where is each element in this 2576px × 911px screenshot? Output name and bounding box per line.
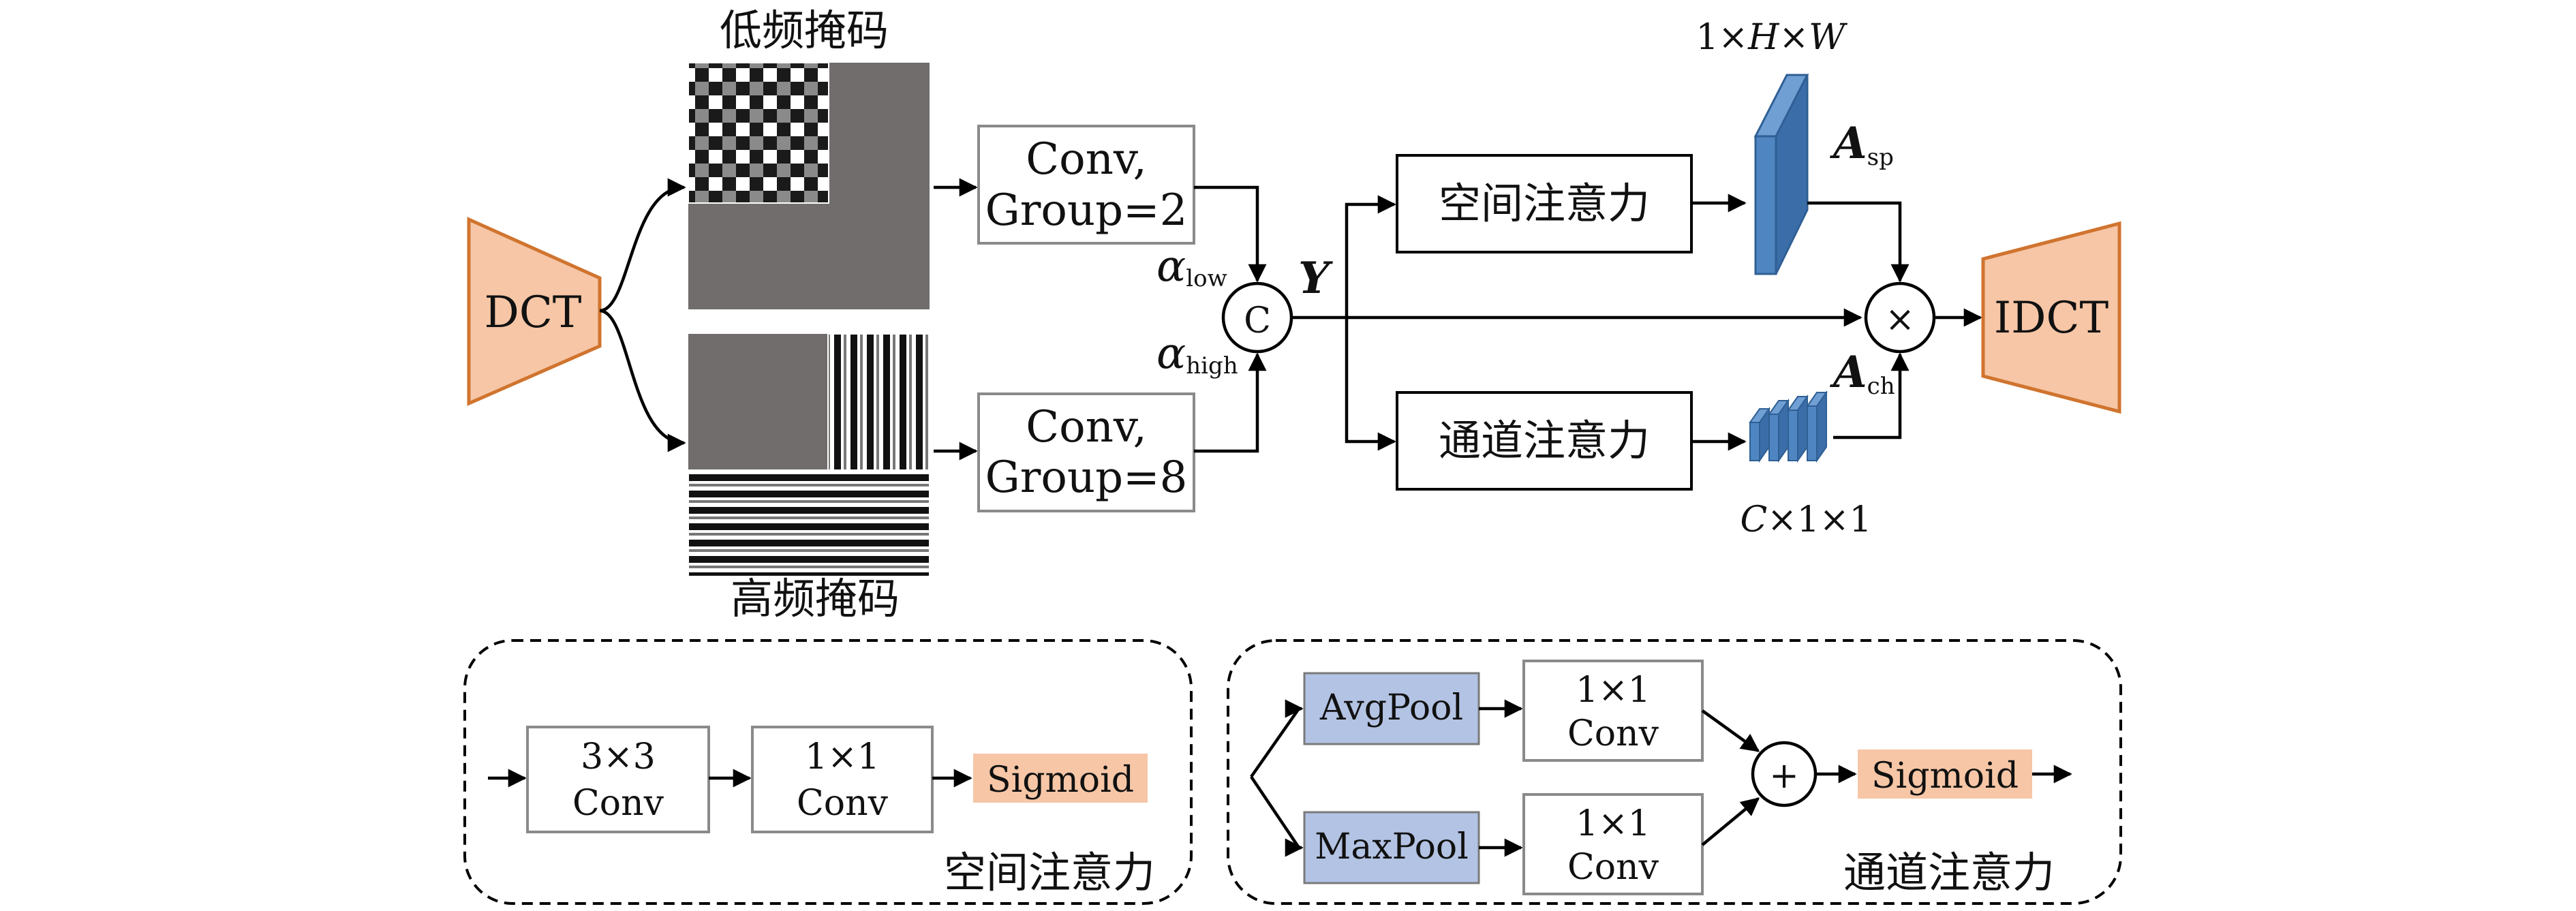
- spatial-attention-box: 空间注意力: [1396, 154, 1693, 253]
- spatial-detail-conv1: 3×3 Conv: [526, 726, 710, 833]
- multiply-symbol: ×: [1885, 299, 1915, 340]
- spatial-detail-title: 空间注意力: [944, 848, 1155, 897]
- spatial-attention-detail: 3×3 Conv 1×1 Conv Sigmoid 空间注意力: [463, 639, 1193, 905]
- plus-symbol: +: [1769, 756, 1799, 797]
- high-mask-label: 高频掩码: [731, 574, 900, 623]
- idct-label: IDCT: [1994, 293, 2109, 343]
- channel-detail-frame: [1227, 639, 2122, 905]
- spatial-conv1-line1: 3×3: [581, 737, 656, 777]
- conv-high-line2: Group=8: [985, 452, 1188, 503]
- channel-sigmoid-label: Sigmoid: [1871, 756, 2019, 797]
- alpha-low-label: αlow: [1156, 241, 1227, 292]
- low-frequency-mask: 低频掩码: [688, 5, 930, 309]
- conv-high-to-concat-arrow: [1194, 352, 1267, 453]
- spatial-conv2-line1: 1×1: [805, 737, 880, 777]
- channel-sigmoid: Sigmoid: [1858, 750, 2032, 799]
- conv-low-to-concat-arrow: [1194, 185, 1267, 283]
- conv-low-box: Conv, Group=2: [977, 125, 1195, 245]
- channel-conv-bottom: 1×1 Conv: [1522, 793, 1704, 895]
- conv-high-line1: Conv,: [1026, 402, 1147, 452]
- spatial-attention-map: [1753, 74, 1809, 275]
- avgpool-box: AvgPool: [1303, 672, 1480, 745]
- dct-to-low-arrow: [599, 178, 686, 313]
- spatial-conv2-line2: Conv: [797, 783, 889, 824]
- idct-block: IDCT: [1981, 221, 2121, 414]
- y-to-spatial-arrow: [1345, 195, 1396, 318]
- conv-high-box: Conv, Group=8: [977, 392, 1195, 512]
- plus-node: +: [1751, 741, 1818, 807]
- high-mask-pattern-right: [827, 333, 930, 471]
- conv-low-line1: Conv,: [1026, 134, 1147, 185]
- channel-detail-title: 通道注意力: [1843, 848, 2055, 897]
- dct-to-high-arrow: [599, 309, 686, 452]
- dim-channel-label: C×1×1: [1740, 499, 1871, 540]
- concat-node: C: [1221, 281, 1293, 354]
- conv-bottom-to-plus-arrow: [1701, 797, 1760, 846]
- multiply-node: ×: [1864, 281, 1936, 354]
- spatial-sigmoid-label: Sigmoid: [987, 760, 1134, 801]
- a-sp-label: Asp: [1830, 118, 1894, 171]
- concat-label: C: [1244, 300, 1271, 341]
- a-ch-label: Ach: [1830, 347, 1895, 400]
- channel-attention-box: 通道注意力: [1396, 391, 1693, 491]
- channel-conv-bottom-line1: 1×1: [1576, 803, 1651, 844]
- spatial-sigmoid: Sigmoid: [973, 754, 1148, 803]
- low-mask-label: 低频掩码: [720, 5, 889, 55]
- high-mask-pattern-bottom: [688, 469, 930, 577]
- y-to-channel-arrow: [1345, 318, 1396, 451]
- channel-detail-input-to-maxpool: [1250, 775, 1304, 857]
- spatial-attention-label: 空间注意力: [1439, 179, 1650, 228]
- channel-attention-vector: [1749, 390, 1828, 463]
- dct-block: DCT: [467, 217, 602, 406]
- spatial-detail-frame: [463, 639, 1193, 905]
- conv-low-line2: Group=2: [985, 185, 1188, 236]
- dct-trapezoid: [467, 217, 602, 406]
- avgpool-label: AvgPool: [1319, 688, 1463, 728]
- channel-conv-bottom-line2: Conv: [1567, 847, 1659, 888]
- channel-attention-label: 通道注意力: [1439, 416, 1650, 465]
- spatial-map-to-multiply-arrow: [1807, 201, 1910, 283]
- low-mask-pattern: [688, 62, 829, 204]
- maxpool-label: MaxPool: [1315, 827, 1469, 867]
- channel-attention-detail: AvgPool MaxPool 1×1 Conv 1×1 Conv + Sigm…: [1227, 639, 2122, 905]
- dct-label: DCT: [485, 288, 582, 338]
- spatial-conv1-line2: Conv: [572, 783, 664, 824]
- maxpool-box: MaxPool: [1303, 811, 1480, 884]
- idct-trapezoid: [1981, 221, 2121, 414]
- alpha-high-label: αhigh: [1156, 328, 1238, 380]
- channel-conv-top-line1: 1×1: [1576, 670, 1651, 711]
- channel-conv-top-line2: Conv: [1567, 713, 1659, 754]
- y-label: Y: [1298, 253, 1333, 304]
- high-mask-gray-area: [688, 334, 828, 470]
- spatial-detail-conv2: 1×1 Conv: [751, 726, 934, 833]
- high-frequency-mask: 高频掩码: [688, 333, 930, 623]
- conv-top-to-plus-arrow: [1701, 709, 1760, 752]
- channel-vector-to-multiply-arrow: [1833, 352, 1910, 439]
- channel-detail-input-to-avgpool: [1250, 699, 1304, 778]
- dim-spatial-label: 1×H×W: [1696, 17, 1847, 58]
- channel-conv-top: 1×1 Conv: [1522, 660, 1704, 762]
